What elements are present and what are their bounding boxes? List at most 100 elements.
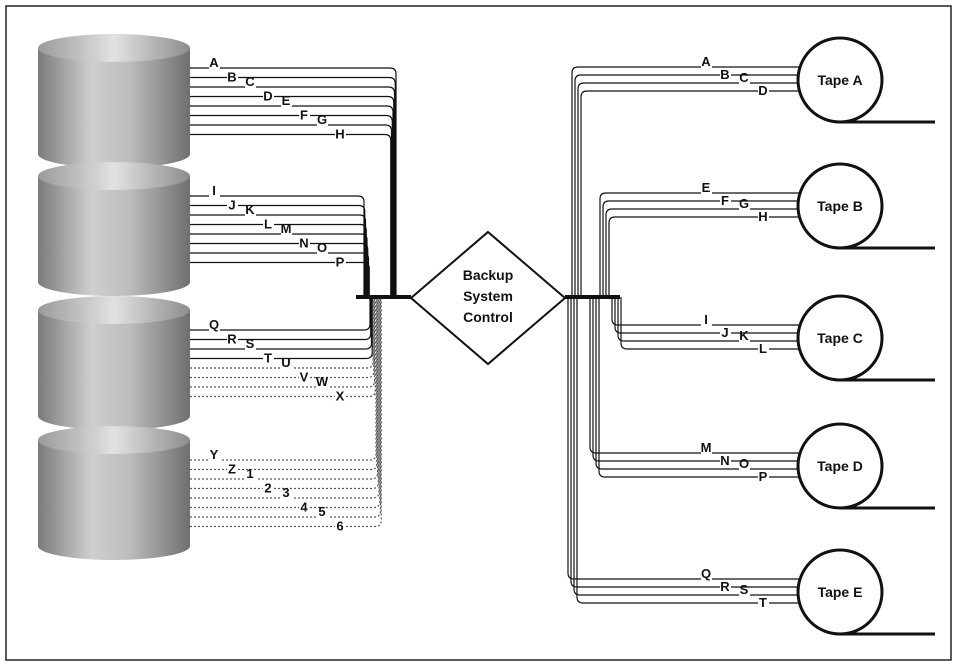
tape-stream-label-K: K [739,328,749,343]
stream-label-bg [317,510,328,523]
stream-line-A [190,67,397,297]
stream-label-N: N [299,236,308,251]
stream-label-D: D [263,89,272,104]
tape-stream-label-bg [720,454,731,467]
stream-label-bg [209,453,220,466]
stream-label-K: K [245,202,255,217]
disk-body [38,176,190,296]
stream-line-M [190,233,368,297]
stream-label-B: B [227,70,236,85]
stream-label-G: G [317,112,327,127]
stream-label-bg [209,189,220,202]
tape-stream-line-D [580,90,800,297]
tape-name: Tape C [817,330,863,346]
tape-stream-label-J: J [721,325,728,340]
stream-label-Z: Z [228,462,236,477]
tape-stream-label-bg [739,462,750,475]
tape-stream-label-bg [758,210,769,223]
stream-line-J [190,204,366,297]
tape-stream-label-bg [739,76,750,89]
tape-stream-label-bg [739,334,750,347]
stream-line-D [190,95,395,297]
tape-stream-label-bg [758,470,769,483]
backup-system-control: Backup System Control [409,230,567,366]
tape-stream-line-B [574,74,800,297]
tape-stream-label-bg [701,446,712,459]
stream-label-bg [281,491,292,504]
tape-stream-label-bg [701,60,712,73]
stream-line-P [190,261,370,297]
disk-body [38,440,190,560]
tape-stream-line-S [573,297,800,596]
stream-label-bg [263,351,274,365]
tape-stream-label-T: T [759,595,767,610]
stream-line-G [190,124,393,297]
stream-label-bg [227,198,238,212]
stream-label-bg [335,127,346,141]
stream-label-J: J [228,198,235,213]
stream-label-bg [245,342,256,355]
tape-stream-line-F [602,200,800,297]
stream-label-bg [335,389,346,403]
stream-label-bg [245,208,256,221]
tape-stream-line-K [617,297,800,342]
tape-stream-label-bg [720,326,731,339]
tape-stream-label-bg [720,580,731,593]
stream-label-bg [299,108,310,122]
tape-stream-label-bg [739,202,750,215]
tape-stream-label-P: P [759,469,768,484]
tape-stream-label-bg [758,84,769,97]
stream-label-Q: Q [209,317,219,332]
stream-line-E [190,105,394,297]
tape-stream-label-bg [701,318,712,331]
stream-label-bg [227,70,238,84]
tape-stream-label-bg [720,68,731,81]
stream-line-F [190,114,393,297]
stream-label-6: 6 [336,519,343,534]
stream-label-Y: Y [210,447,219,462]
stream-label-5: 5 [318,504,325,519]
disk-top [38,34,190,62]
tape-stream-label-O: O [739,456,749,471]
stream-label-I: I [212,183,216,198]
control-label-line-3: Control [463,309,513,325]
tape-stream-label-D: D [758,83,767,98]
stream-line-C [190,86,396,297]
stream-label-bg [227,462,238,476]
stream-line-L [190,223,367,297]
tape-stream-line-N [592,297,800,462]
tape-stream-line-P [598,297,800,478]
stream-label-bg [263,481,274,495]
stream-label-bg [299,500,310,514]
stream-label-U: U [281,355,290,370]
stream-line-K [190,214,367,297]
tape-stream-line-C [577,82,800,297]
stream-label-V: V [300,370,309,385]
stream-line-R [190,297,372,341]
stream-label-bg [281,361,292,374]
stream-line-Z [190,297,378,471]
stream-label-O: O [317,240,327,255]
stream-line-T [190,297,373,360]
stream-label-bg [281,99,292,112]
tape-stream-label-I: I [704,312,708,327]
stream-label-bg [317,118,328,131]
tape-stream-label-R: R [720,579,730,594]
stream-label-3: 3 [282,485,289,500]
control-label-line-1: Backup [463,267,514,283]
tape-stream-label-bg [739,588,750,601]
stream-label-X: X [336,389,345,404]
stream-label-bg [299,370,310,384]
stream-line-6 [190,297,382,528]
tape-stream-label-M: M [701,440,712,455]
tape-stream-line-A [571,66,800,297]
stream-line-O [190,252,370,297]
stream-label-R: R [227,332,237,347]
